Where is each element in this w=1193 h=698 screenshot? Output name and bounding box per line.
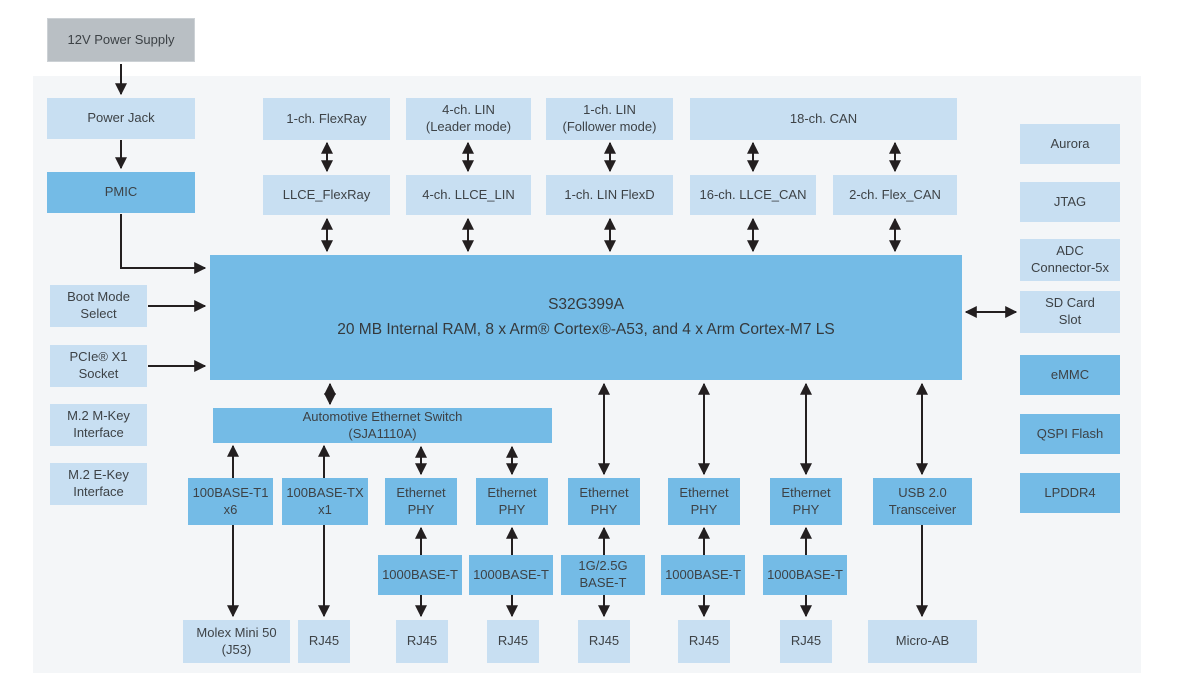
node-label: RJ45 bbox=[406, 633, 438, 649]
node-label: RJ45 bbox=[497, 633, 529, 649]
node-adc-connector: ADC Connector-5x bbox=[1020, 239, 1120, 281]
node-label: 100BASE-TX x1 bbox=[286, 484, 364, 517]
node-label: Aurora bbox=[1050, 135, 1090, 151]
node-label: 1-ch. FlexRay bbox=[286, 110, 367, 126]
node-label: LPDDR4 bbox=[1044, 484, 1096, 500]
node-ethernet-phy-3: Ethernet PHY bbox=[568, 478, 640, 525]
node-1ch-flexray: 1-ch. FlexRay bbox=[263, 98, 390, 140]
node-rj45-5: RJ45 bbox=[678, 620, 730, 663]
node-1ch-lin-follower: 1-ch. LIN (Follower mode) bbox=[546, 98, 673, 140]
node-rj45-2: RJ45 bbox=[396, 620, 448, 663]
node-label: 1000BASE-T bbox=[382, 566, 458, 582]
node-1ch-lin-flexd: 1-ch. LIN FlexD bbox=[546, 175, 673, 215]
node-rj45-1: RJ45 bbox=[298, 620, 350, 663]
node-jtag: JTAG bbox=[1020, 182, 1120, 222]
node-label: 4-ch. LIN (Leader mode) bbox=[425, 102, 512, 134]
node-label: Boot Mode Select bbox=[67, 289, 130, 321]
node-label: 18-ch. CAN bbox=[789, 110, 858, 126]
node-aurora: Aurora bbox=[1020, 124, 1120, 164]
node-rj45-6: RJ45 bbox=[780, 620, 832, 663]
node-18ch-can: 18-ch. CAN bbox=[690, 98, 957, 140]
node-label: Ethernet PHY bbox=[579, 484, 629, 517]
node-label: M.2 E-Key Interface bbox=[68, 467, 129, 499]
node-boot-mode-select: Boot Mode Select bbox=[50, 285, 147, 327]
node-m2-m-key-interface: M.2 M-Key Interface bbox=[50, 404, 147, 446]
node-label: 1000BASE-T bbox=[665, 566, 741, 582]
node-label: RJ45 bbox=[308, 633, 340, 649]
node-pcie-x1-socket: PCIe® X1 Socket bbox=[50, 345, 147, 387]
node-1000base-t-3: 1000BASE-T bbox=[661, 555, 745, 595]
node-label: 4-ch. LLCE_LIN bbox=[422, 186, 515, 202]
node-label: 1-ch. LIN (Follower mode) bbox=[562, 102, 657, 134]
node-16ch-llce-can: 16-ch. LLCE_CAN bbox=[690, 175, 816, 215]
node-rj45-4: RJ45 bbox=[578, 620, 630, 663]
node-label: M.2 M-Key Interface bbox=[67, 408, 130, 440]
node-sd-card-slot: SD Card Slot bbox=[1020, 291, 1120, 333]
node-label: LLCE_FlexRay bbox=[282, 186, 371, 202]
node-label: USB 2.0 Transceiver bbox=[888, 484, 957, 517]
node-m2-e-key-interface: M.2 E-Key Interface bbox=[50, 463, 147, 505]
node-1000base-t-2: 1000BASE-T bbox=[469, 555, 553, 595]
node-label: RJ45 bbox=[688, 633, 720, 649]
node-emmc: eMMC bbox=[1020, 355, 1120, 395]
node-label: 16-ch. LLCE_CAN bbox=[699, 186, 807, 202]
node-lpddr4: LPDDR4 bbox=[1020, 473, 1120, 513]
node-label: 1000BASE-T bbox=[473, 566, 549, 582]
node-llce-flexray: LLCE_FlexRay bbox=[263, 175, 390, 215]
node-s32g399a-soc: S32G399A 20 MB Internal RAM, 8 x Arm® Co… bbox=[210, 255, 962, 380]
node-label: 100BASE-T1 x6 bbox=[192, 484, 269, 517]
node-label: Micro-AB bbox=[895, 633, 950, 649]
node-label: PCIe® X1 Socket bbox=[69, 349, 128, 381]
node-pmic: PMIC bbox=[47, 172, 195, 213]
node-ethernet-phy-4: Ethernet PHY bbox=[668, 478, 740, 525]
node-1000base-t-1: 1000BASE-T bbox=[378, 555, 462, 595]
node-ethernet-phy-2: Ethernet PHY bbox=[476, 478, 548, 525]
node-1g-2g5-base-t: 1G/2.5G BASE-T bbox=[561, 555, 645, 595]
node-ethernet-phy-1: Ethernet PHY bbox=[385, 478, 457, 525]
node-label: QSPI Flash bbox=[1036, 425, 1104, 441]
node-label: Molex Mini 50 (J53) bbox=[196, 624, 277, 657]
node-molex-mini-50: Molex Mini 50 (J53) bbox=[183, 620, 290, 663]
node-label: 1000BASE-T bbox=[767, 566, 843, 582]
node-usb-transceiver: USB 2.0 Transceiver bbox=[873, 478, 972, 525]
node-label: RJ45 bbox=[790, 633, 822, 649]
node-automotive-ethernet-switch: Automotive Ethernet Switch (SJA1110A) bbox=[213, 408, 552, 443]
node-micro-ab: Micro-AB bbox=[868, 620, 977, 663]
node-label: JTAG bbox=[1053, 193, 1087, 209]
node-label: 12V Power Supply bbox=[67, 31, 175, 47]
node-label: RJ45 bbox=[588, 633, 620, 649]
soc-title: S32G399A bbox=[548, 296, 624, 314]
node-rj45-3: RJ45 bbox=[487, 620, 539, 663]
node-label: 2-ch. Flex_CAN bbox=[849, 186, 941, 202]
node-4ch-llce-lin: 4-ch. LLCE_LIN bbox=[406, 175, 531, 215]
node-label: eMMC bbox=[1050, 366, 1090, 382]
node-label: Automotive Ethernet Switch (SJA1110A) bbox=[302, 408, 463, 441]
node-100base-t1-x6: 100BASE-T1 x6 bbox=[188, 478, 273, 525]
node-1000base-t-4: 1000BASE-T bbox=[763, 555, 847, 595]
node-2ch-flex-can: 2-ch. Flex_CAN bbox=[833, 175, 957, 215]
node-qspi-flash: QSPI Flash bbox=[1020, 414, 1120, 454]
node-100base-tx-x1: 100BASE-TX x1 bbox=[282, 478, 368, 525]
node-label: Ethernet PHY bbox=[487, 484, 537, 517]
node-4ch-lin-leader: 4-ch. LIN (Leader mode) bbox=[406, 98, 531, 140]
node-label: 1-ch. LIN FlexD bbox=[564, 186, 655, 202]
node-label: SD Card Slot bbox=[1045, 295, 1095, 327]
soc-subtitle: 20 MB Internal RAM, 8 x Arm® Cortex®-A53… bbox=[337, 320, 835, 338]
node-power-jack: Power Jack bbox=[47, 98, 195, 139]
node-12v-power-supply: 12V Power Supply bbox=[47, 18, 195, 62]
node-label: Ethernet PHY bbox=[781, 484, 831, 517]
node-label: Power Jack bbox=[87, 110, 155, 126]
node-label: ADC Connector-5x bbox=[1030, 243, 1110, 275]
node-label: 1G/2.5G BASE-T bbox=[578, 558, 628, 590]
node-label: Ethernet PHY bbox=[396, 484, 446, 517]
node-label: PMIC bbox=[104, 184, 138, 200]
node-label: Ethernet PHY bbox=[679, 484, 729, 517]
node-ethernet-phy-5: Ethernet PHY bbox=[770, 478, 842, 525]
